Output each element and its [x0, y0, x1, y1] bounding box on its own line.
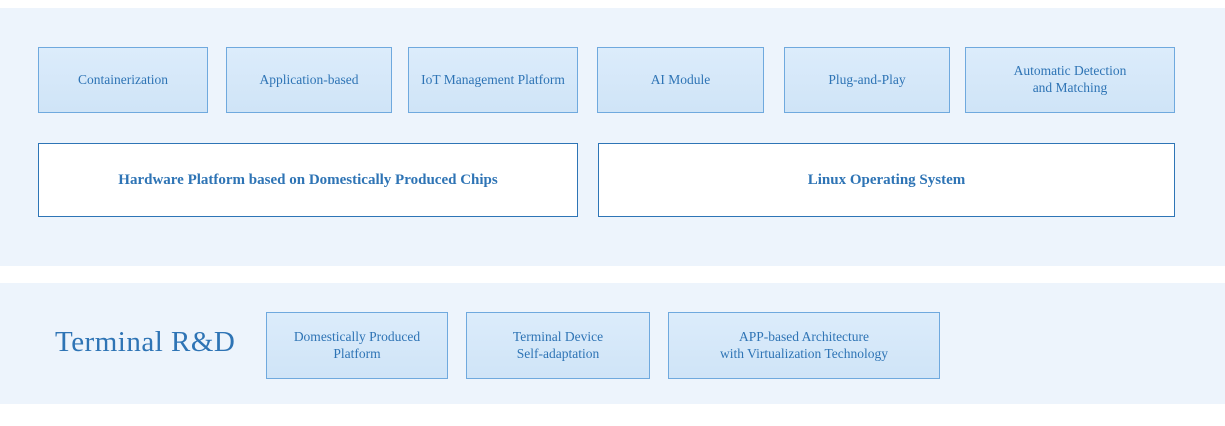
feature-box-automatic-detection-matching: Automatic Detection and Matching — [965, 47, 1175, 113]
feature-box-plug-and-play: Plug-and-Play — [784, 47, 950, 113]
capability-box-app-architecture: APP-based Architecture with Virtualizati… — [668, 312, 940, 379]
terminal-rd-title: Terminal R&D — [55, 326, 236, 358]
platform-box-hardware: Hardware Platform based on Domestically … — [38, 143, 578, 217]
feature-box-ai-module: AI Module — [597, 47, 764, 113]
feature-box-iot-management-platform: IoT Management Platform — [408, 47, 578, 113]
feature-box-application-based: Application-based — [226, 47, 392, 113]
platform-box-linux-os: Linux Operating System — [598, 143, 1175, 217]
capability-box-terminal-self-adaptation: Terminal Device Self-adaptation — [466, 312, 650, 379]
capability-box-domestic-platform: Domestically Produced Platform — [266, 312, 448, 379]
feature-box-containerization: Containerization — [38, 47, 208, 113]
